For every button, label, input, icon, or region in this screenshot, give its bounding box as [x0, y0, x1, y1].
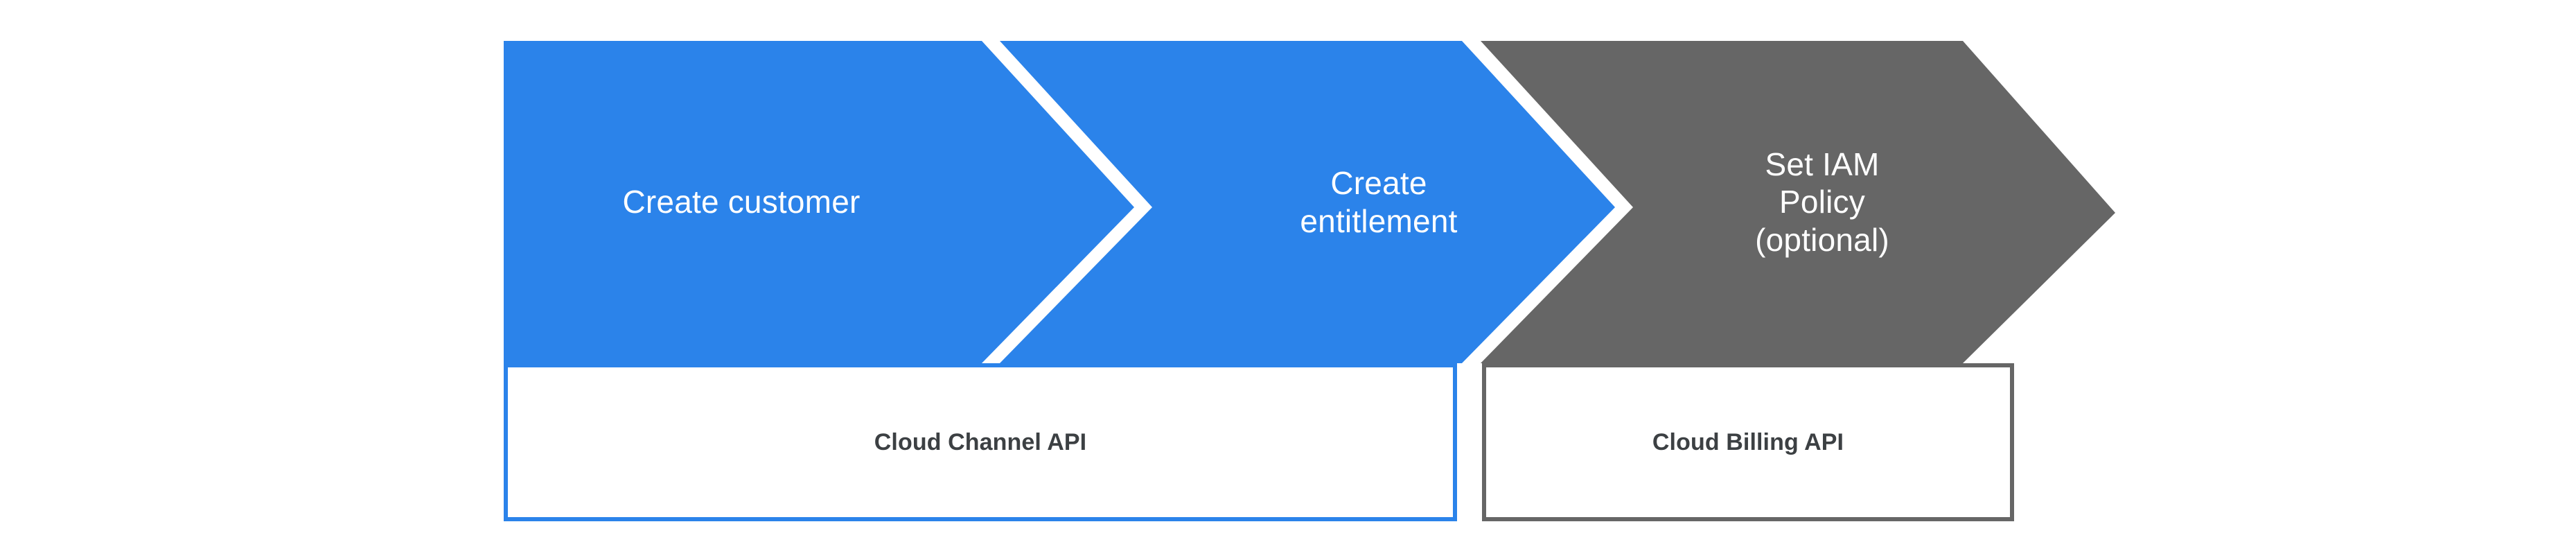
api-group-label-cloud-channel-api: Cloud Channel API [874, 428, 1087, 455]
api-group-box-cloud-channel-api[interactable] [504, 363, 1457, 521]
api-group-box-cloud-billing-api[interactable] [1482, 363, 2014, 521]
step-shape-create-customer[interactable] [504, 41, 1134, 363]
api-group-label-cloud-billing-api: Cloud Billing API [1652, 428, 1844, 455]
step-shape-create-entitlement[interactable] [1000, 41, 1615, 363]
step-shape-set-iam-policy[interactable] [1481, 41, 2115, 363]
